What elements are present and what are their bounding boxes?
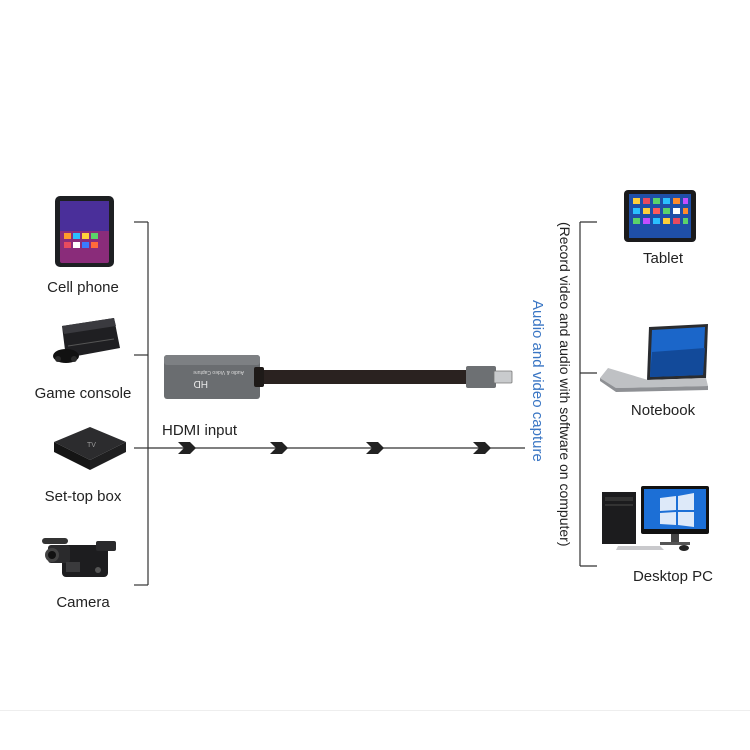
svg-text:TV: TV <box>87 442 96 449</box>
device-caption-text: Audio & Video Capture <box>193 369 244 375</box>
arrow-icon <box>178 442 196 454</box>
source-label-set-top-box: Set-top box <box>44 488 122 505</box>
tablet-icon <box>624 190 696 242</box>
capture-note-label: (Record video and audio with software on… <box>557 222 573 547</box>
source-label-game-console: Game console <box>34 385 132 402</box>
source-label-camera: Camera <box>56 594 110 611</box>
target-label-desktop-pc: Desktop PC <box>632 568 714 585</box>
arrow-icon <box>366 442 384 454</box>
desktop-pc-icon <box>602 486 709 551</box>
signal-arrows <box>178 442 491 454</box>
set-top-box-icon: TV <box>54 427 126 470</box>
arrow-icon <box>270 442 288 454</box>
source-bracket <box>134 221 149 586</box>
capture-title-label: Audio and video capture <box>529 300 546 462</box>
cell-phone-icon <box>55 196 114 267</box>
hdmi-input-label: HDMI input <box>162 422 238 439</box>
arrow-icon <box>473 442 491 454</box>
target-bracket <box>579 221 597 567</box>
source-label-cell-phone: Cell phone <box>47 279 119 296</box>
target-label-tablet: Tablet <box>642 250 684 267</box>
game-console-icon <box>53 318 120 363</box>
notebook-icon <box>600 324 708 392</box>
camera-icon <box>42 538 116 577</box>
target-label-notebook: Notebook <box>630 402 696 419</box>
footer-divider <box>0 710 750 711</box>
device-brand-text: HD <box>194 378 208 389</box>
capture-device: HD Audio & Video Capture <box>164 355 513 399</box>
